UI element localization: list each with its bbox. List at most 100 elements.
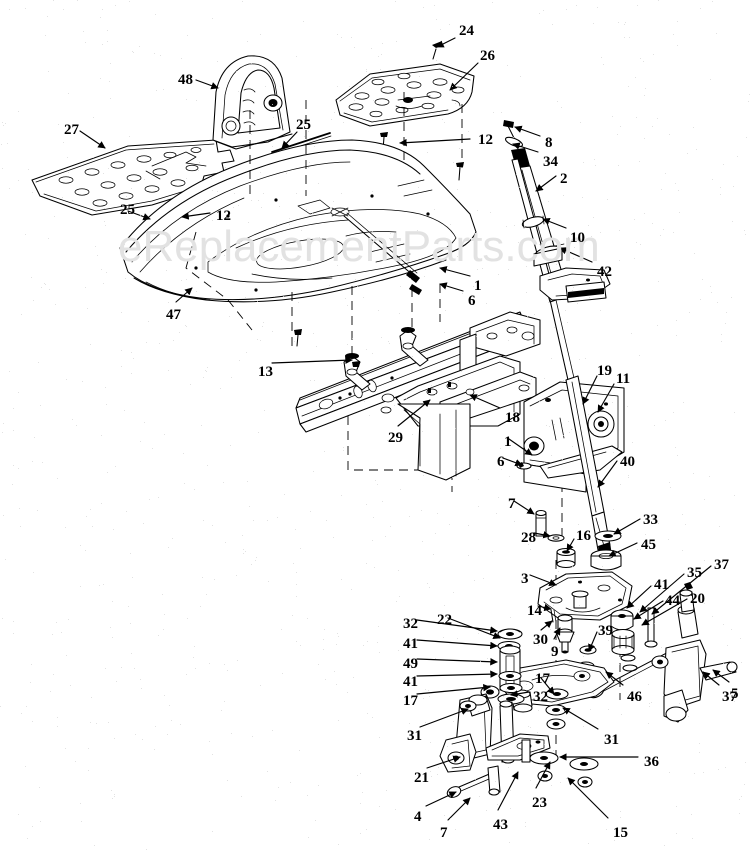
callout-8: 8 (545, 135, 553, 151)
leader-line-25 (281, 131, 298, 149)
leader-line-45 (608, 542, 638, 557)
leader-line-43 (497, 771, 519, 811)
leader-line-49 (416, 658, 498, 666)
callout-22: 22 (437, 612, 452, 628)
callout-49: 49 (403, 656, 418, 672)
leader-line-32 (510, 690, 530, 698)
leader-line-24 (436, 37, 456, 48)
leader-line-44 (633, 600, 664, 620)
part-24-screw-footrest (432, 41, 442, 60)
leader-line-21 (426, 755, 461, 769)
part-42-column-support-bracket (533, 245, 611, 381)
leader-line-29 (397, 399, 431, 427)
callout-5: 5 (731, 686, 739, 702)
leader-line-46 (605, 671, 624, 686)
part-44-gear-pinion (610, 609, 635, 656)
leader-line-6 (439, 282, 464, 292)
callout-24: 24 (459, 23, 474, 39)
part-40-steering-shaft-lower (565, 375, 612, 560)
leader-line-25 (127, 210, 151, 221)
part-30-nut-hex (555, 631, 575, 643)
leader-line-18 (469, 394, 501, 409)
part-16-bushing-flange (556, 547, 576, 569)
leader-line-41 (416, 639, 498, 650)
callout-4: 4 (414, 809, 422, 825)
callout-37: 37 (722, 689, 737, 705)
callout-35: 35 (687, 565, 702, 581)
leader-line-12 (399, 138, 471, 147)
leader-line-39 (588, 631, 598, 652)
leader-line-41 (626, 585, 652, 609)
leader-line-26 (449, 62, 479, 91)
leader-line-27 (79, 130, 106, 149)
part-41-washer-lower (498, 670, 523, 694)
callout-33: 33 (643, 512, 658, 528)
callout-17: 17 (403, 693, 418, 709)
callout-27: 27 (64, 122, 79, 138)
callout-3: 3 (521, 571, 529, 587)
leader-line-8 (514, 125, 541, 137)
callout-11: 11 (616, 371, 631, 387)
leader-line-35 (639, 573, 685, 613)
callout-39: 39 (598, 623, 613, 639)
part-27-footrest-plate-left (31, 139, 235, 216)
callout-46: 46 (627, 689, 642, 705)
leader-line-11 (597, 383, 615, 413)
part-14-pin-cotter (550, 609, 557, 623)
part-29-frame-rail (295, 311, 541, 433)
leader-line-31 (419, 707, 469, 728)
callout-2: 2 (560, 171, 568, 187)
callout-48: 48 (178, 72, 193, 88)
callout-1: 1 (474, 278, 482, 294)
callout-14: 14 (527, 603, 542, 619)
callout-37: 37 (714, 557, 729, 573)
leader-line-41 (416, 670, 498, 678)
leader-line-22 (447, 617, 501, 640)
callout-1: 1 (504, 434, 512, 450)
callout-32: 32 (403, 616, 418, 632)
callout-16: 16 (576, 528, 591, 544)
leader-line-4 (425, 791, 457, 807)
callout-7: 7 (508, 496, 516, 512)
part-47-footrest-deck-panel (119, 139, 477, 303)
leader-line-6 (502, 457, 523, 467)
callout-15: 15 (613, 825, 628, 841)
callout-25: 25 (296, 117, 311, 133)
callout-9: 9 (551, 644, 559, 660)
leader-line-48 (195, 79, 219, 90)
part-41-washer-spacer (620, 654, 638, 672)
callout-25: 25 (120, 202, 135, 218)
leader-line-19 (582, 375, 598, 405)
part-19-bearing-roller (582, 405, 615, 447)
part-7-bolt-carriage (535, 509, 547, 537)
callout-44: 44 (665, 593, 680, 609)
leader-line-1 (508, 438, 533, 456)
leader-line-31 (562, 707, 599, 730)
part-28-washer-flat (547, 534, 565, 542)
callout-21: 21 (414, 770, 429, 786)
leader-line-2 (535, 175, 557, 192)
callout-10: 10 (570, 230, 585, 246)
part-9-bolt-shoulder (561, 641, 569, 654)
callout-29: 29 (388, 430, 403, 446)
leader-line-7 (447, 797, 471, 821)
leader-line-13 (271, 356, 353, 364)
callout-34: 34 (543, 154, 558, 170)
callout-20: 20 (690, 591, 705, 607)
leader-line-1 (439, 266, 471, 277)
part-15-nut-castle (537, 770, 593, 788)
leader-line-17 (540, 677, 555, 695)
part-13-screw-mount (294, 329, 360, 367)
callout-43: 43 (493, 817, 508, 833)
leader-line-34 (512, 142, 539, 153)
callout-41: 41 (403, 674, 418, 690)
callout-19: 19 (597, 363, 612, 379)
callout-42: 42 (597, 264, 612, 280)
callout-13: 13 (258, 364, 273, 380)
leader-line-15 (567, 777, 609, 819)
callout-31: 31 (407, 728, 422, 744)
leader-line-12 (181, 212, 211, 220)
leader-line-23 (535, 761, 551, 789)
leader-line-16 (566, 538, 575, 552)
